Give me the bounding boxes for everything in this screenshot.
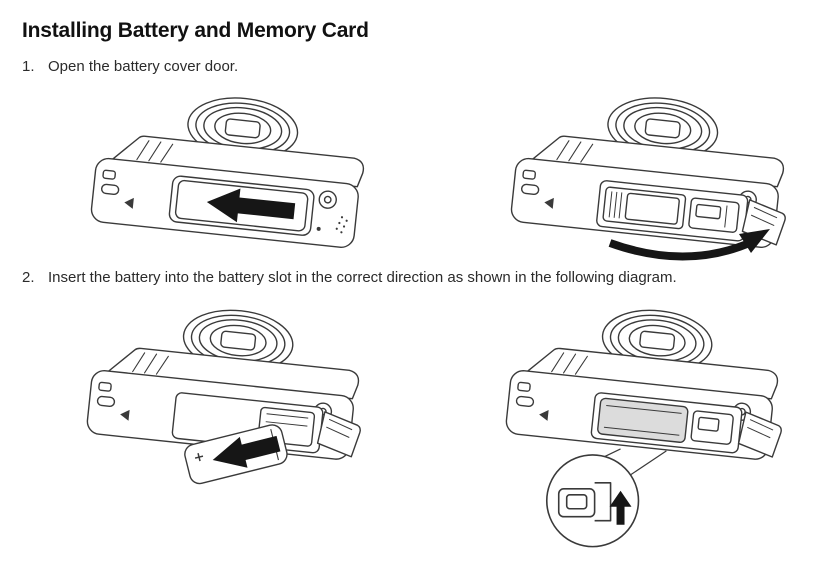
step-1-number: 1.	[22, 58, 35, 76]
screw-dot	[316, 227, 321, 232]
step-1: 1. Open the battery cover door.	[22, 57, 800, 77]
battery-contacts	[608, 191, 623, 219]
page-title: Installing Battery and Memory Card	[22, 19, 369, 42]
figure-step2-battery-latch-detail	[504, 298, 785, 548]
door-flap-open	[737, 411, 782, 458]
step-1-figures	[56, 87, 800, 262]
slide-direction-arrow	[206, 188, 296, 223]
battery: +	[184, 423, 288, 484]
latch-detail-callout	[545, 453, 640, 548]
step-2-number: 2.	[22, 269, 35, 287]
step-1-text: Open the battery cover door.	[48, 58, 239, 76]
door-open-arrow	[608, 237, 756, 261]
figure-step1-slide-door	[89, 87, 366, 250]
battery-seated	[597, 397, 689, 443]
step-2-text: Insert the battery into the battery slot…	[48, 269, 677, 287]
step-2: 2. Insert the battery into the battery s…	[22, 268, 800, 288]
insert-direction-arrow	[212, 435, 281, 468]
step-2-figures: +	[52, 298, 800, 549]
battery-plus-mark: +	[192, 449, 206, 466]
door-flap-open	[316, 410, 361, 458]
door-open-arrowhead	[739, 229, 770, 254]
figure-step1-open-door	[509, 87, 791, 261]
figure-step2-insert-battery: +	[85, 298, 366, 484]
latch-release-arrow	[609, 490, 632, 525]
